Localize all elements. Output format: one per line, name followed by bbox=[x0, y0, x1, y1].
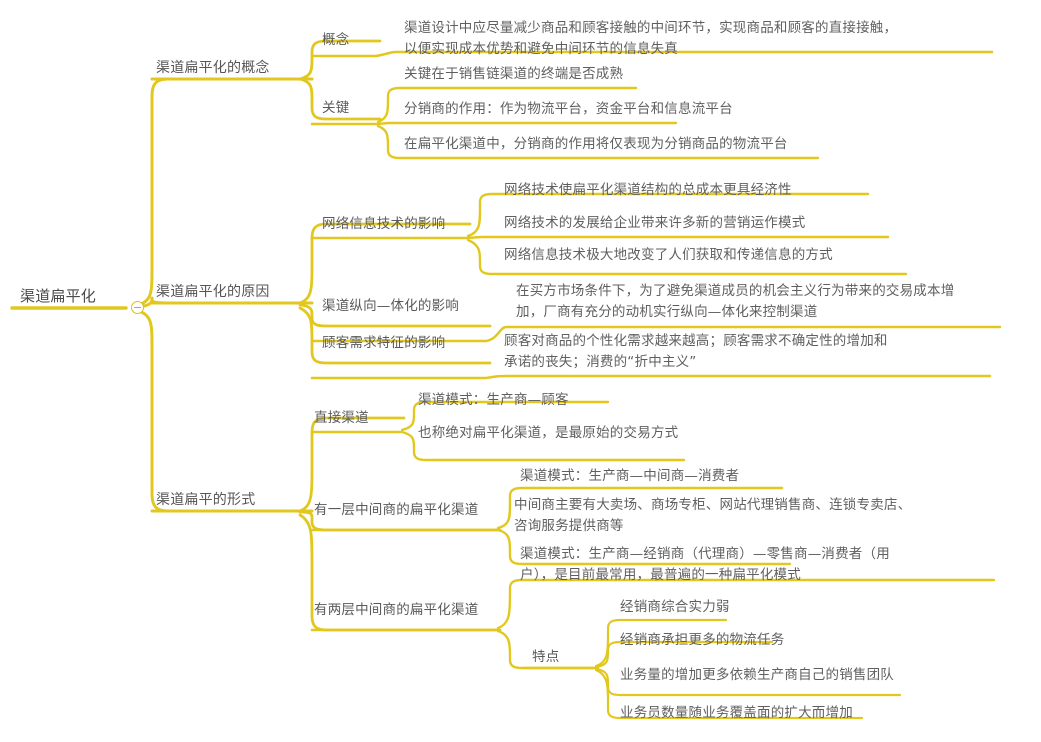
leaf-concept-definition[interactable]: 渠道设计中应尽量减少商品和顾客接触的中间环节，实现商品和顾客的直接接触， 以便实… bbox=[404, 20, 898, 57]
branch-node-2[interactable]: 渠道扁平化的原因 bbox=[156, 284, 270, 300]
branch-node-3-child-2[interactable]: 有一层中间商的扁平化渠道 bbox=[314, 502, 479, 518]
leaf-sales-team-reliance[interactable]: 业务量的增加更多依赖生产商自己的销售团队 bbox=[620, 667, 894, 683]
leaf-key-terminal[interactable]: 关键在于销售链渠道的终端是否成熟 bbox=[404, 66, 624, 82]
leaf-salesperson-growth[interactable]: 业务员数量随业务覆盖面的扩大而增加 bbox=[620, 705, 853, 721]
branch-node-2-child-3[interactable]: 顾客需求特征的影响 bbox=[322, 335, 446, 351]
leaf-two-tier-model[interactable]: 渠道模式：生产商—经销商（代理商）—零售商—消费者（用 户），是目前最常用，最普… bbox=[520, 546, 890, 583]
branch-node-2-child-1[interactable]: 网络信息技术的影响 bbox=[322, 216, 446, 232]
leaf-key-distributor-role[interactable]: 分销商的作用：作为物流平台，资金平台和信息流平台 bbox=[404, 101, 733, 117]
leaf-net-new-models[interactable]: 网络技术的发展给企业带来许多新的营销运作模式 bbox=[504, 215, 806, 231]
node-characteristics[interactable]: 特点 bbox=[532, 649, 560, 665]
leaf-key-flat-channel-role[interactable]: 在扁平化渠道中，分销商的作用将仅表现为分销商品的物流平台 bbox=[404, 136, 788, 152]
leaf-net-info-access[interactable]: 网络信息技术极大地改变了人们获取和传递信息的方式 bbox=[504, 247, 833, 263]
branch-node-1-child-1[interactable]: 概念 bbox=[322, 32, 350, 48]
leaf-net-cost-economy[interactable]: 网络技术使扁平化渠道结构的总成本更具经济性 bbox=[504, 182, 792, 198]
branch-node-3[interactable]: 渠道扁平的形式 bbox=[156, 492, 256, 508]
branch-node-2-child-2[interactable]: 渠道纵向—体化的影响 bbox=[322, 298, 459, 314]
leaf-dealer-logistics[interactable]: 经销商承担更多的物流任务 bbox=[620, 632, 785, 648]
mindmap-root-node[interactable]: 渠道扁平化 bbox=[20, 287, 97, 305]
leaf-dealer-weak[interactable]: 经销商综合实力弱 bbox=[620, 599, 730, 615]
leaf-vertical-integration[interactable]: 在买方市场条件下，为了避免渠道成员的机会主义行为带来的交易成本增 加，厂商有充分… bbox=[516, 283, 955, 320]
leaf-customer-demand[interactable]: 顾客对商品的个性化需求越来越高；顾客需求不确定性的增加和 承诺的丧失；消费的“折… bbox=[504, 333, 888, 370]
leaf-direct-channel-desc[interactable]: 也称绝对扁平化渠道，是最原始的交易方式 bbox=[418, 425, 679, 441]
collapse-toggle-icon[interactable] bbox=[131, 301, 144, 314]
branch-node-1-child-2[interactable]: 关键 bbox=[322, 100, 350, 116]
leaf-one-tier-model[interactable]: 渠道模式：生产商—中间商—消费者 bbox=[520, 468, 740, 484]
branch-node-3-child-1[interactable]: 直接渠道 bbox=[314, 410, 369, 426]
branch-node-3-child-3[interactable]: 有两层中间商的扁平化渠道 bbox=[314, 602, 479, 618]
branch-node-1[interactable]: 渠道扁平化的概念 bbox=[156, 60, 270, 76]
leaf-direct-channel-model[interactable]: 渠道模式：生产商—顾客 bbox=[418, 392, 569, 408]
leaf-one-tier-desc[interactable]: 中间商主要有大卖场、商场专柜、网站代理销售商、连锁专卖店、 咨询服务提供商等 bbox=[514, 497, 912, 534]
